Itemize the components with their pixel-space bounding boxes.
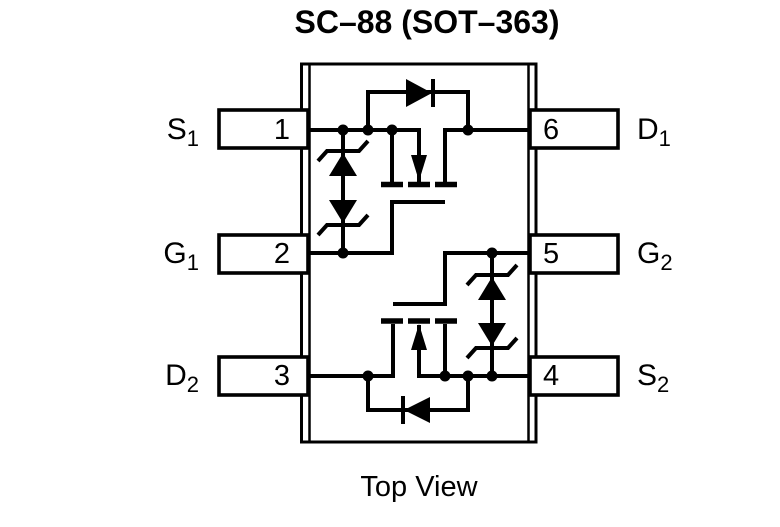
zener2-upper-triangle-icon (478, 277, 506, 300)
pin-3-number: 3 (274, 360, 290, 392)
mosfet-2-symbol (308, 251, 530, 378)
diagram-title: SC–88 (SOT–363) (294, 4, 559, 40)
pin-1-number: 1 (274, 114, 290, 146)
pin-4-label: S2 (637, 359, 669, 397)
mosfet-1-symbol (308, 128, 530, 255)
pin-2-label: G1 (163, 237, 199, 275)
zener2-lower-triangle-icon (478, 323, 506, 346)
mosfet2-body-arrow-icon (411, 324, 427, 350)
junction-dots (337, 124, 498, 382)
pin-1-label: S1 (167, 113, 199, 151)
pin-3-box (217, 355, 310, 397)
zener2-lower-bar-icon (465, 336, 519, 360)
pin-5-number: 5 (543, 238, 559, 270)
pin-2-number: 2 (274, 238, 290, 270)
zener1-upper-triangle-icon (329, 153, 357, 176)
mosfet1-gate-trace (308, 200, 445, 255)
internal-circuit (308, 79, 530, 424)
zener2-upper-bar-icon (465, 263, 519, 287)
body-diode-2 (366, 376, 470, 424)
mosfet2-drain-rail (308, 324, 395, 378)
pin-5-label: G2 (637, 237, 673, 275)
esd-zener-stack-2 (465, 253, 519, 376)
pin-6-label: D1 (637, 113, 671, 151)
pin-5-box (528, 233, 620, 275)
view-caption: Top View (360, 471, 478, 503)
zener1-lower-bar-icon (316, 213, 370, 237)
esd-zener-stack-1 (316, 130, 370, 253)
pin-2-box (217, 233, 310, 275)
zener1-lower-triangle-icon (329, 200, 357, 223)
mosfet1-body-arrow-icon (411, 155, 427, 181)
pin-terminals: 1 2 3 6 5 4 (217, 108, 620, 397)
pin-6-box (528, 108, 620, 150)
pin-6-number: 6 (543, 114, 559, 146)
zener1-upper-bar-icon (316, 139, 370, 163)
pin-4-box (528, 355, 620, 397)
pin-labels: S1 G1 D2 D1 G2 S2 (163, 113, 672, 397)
pin-4-number: 4 (543, 360, 559, 392)
body-diode-2-triangle-icon (404, 397, 430, 423)
pin-3-label: D2 (165, 359, 199, 397)
mosfet1-drain-rail (443, 128, 530, 182)
body-diode-1-triangle-icon (406, 79, 432, 107)
mosfet2-gate-trace (393, 251, 530, 306)
body-diode-1 (366, 79, 470, 130)
pin-1-box (217, 108, 310, 150)
